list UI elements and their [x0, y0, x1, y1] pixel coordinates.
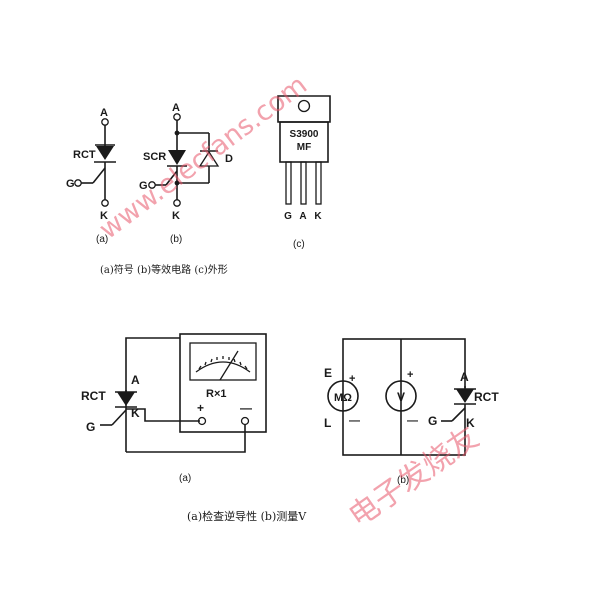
rct-label: RCT: [81, 389, 106, 403]
caption-a: (a): [179, 473, 191, 484]
pin-g-label: G: [284, 211, 292, 222]
cathode-terminal: [101, 199, 109, 207]
l-label: L: [324, 416, 331, 430]
thyristor-triangle: [96, 146, 114, 160]
multimeter-body: [179, 333, 267, 433]
minus-left: —: [349, 415, 360, 427]
probe-minus-terminal: [240, 416, 250, 426]
cathode-label: K: [466, 416, 475, 430]
gate-label: G: [86, 420, 95, 434]
gate-label: G: [66, 178, 75, 190]
diode-label: D: [225, 153, 233, 165]
scr-triangle: [168, 150, 186, 165]
thyristor-triangle: [117, 392, 135, 406]
cathode-label: K: [172, 210, 180, 222]
gate-terminal: [148, 181, 156, 189]
anode-label: A: [131, 373, 140, 387]
gate-label: G: [139, 180, 148, 192]
anode-label: A: [100, 107, 108, 119]
minus-mid: —: [407, 415, 418, 427]
anode-label: A: [172, 102, 180, 114]
e-label: E: [324, 366, 332, 380]
gate-terminal: [74, 179, 82, 187]
scr-label: SCR: [143, 151, 166, 163]
rct-label: RCT: [474, 390, 499, 404]
rct-label: RCT: [73, 149, 96, 161]
top-legend: (a)符号 (b)等效电路 (c)外形: [100, 263, 228, 276]
cathode-terminal: [173, 199, 181, 207]
meter-scale-arc: [195, 361, 251, 373]
top-fig-a-symbol: A RCT G K (a): [66, 107, 116, 245]
megohmmeter: [327, 380, 359, 412]
volt-label: V: [397, 390, 405, 404]
part-number: S3900: [290, 129, 319, 140]
caption-a: (a): [96, 234, 108, 245]
probe-plus-terminal: [197, 416, 207, 426]
bottom-fig-b-circuit: MΩ E + L — V + — A RCT G K (b): [324, 338, 499, 486]
cathode-label: K: [100, 210, 108, 222]
voltmeter: [385, 380, 417, 412]
plus-mid: +: [407, 369, 413, 381]
cathode-label: K: [131, 406, 140, 420]
caption-b: (b): [397, 475, 409, 486]
anode-terminal: [173, 113, 181, 121]
pin-a-label: A: [299, 211, 306, 222]
meter-minus: —: [240, 401, 252, 415]
bottom-fig-a-circuit: A RCT G K R×1 + — (a): [81, 333, 267, 484]
meter-plus: +: [197, 401, 204, 415]
anode-terminal: [101, 118, 109, 126]
meter-dial: [189, 342, 257, 381]
anode-label: A: [460, 370, 469, 384]
pin-k-label: K: [314, 211, 322, 222]
part-suffix: MF: [297, 142, 311, 153]
meter-range: R×1: [206, 388, 227, 400]
top-fig-b-equivalent: A SCR D G K (b): [139, 102, 233, 245]
caption-c: (c): [293, 239, 305, 250]
thyristor-triangle: [456, 389, 474, 403]
mounting-hole: [297, 99, 311, 113]
caption-b: (b): [170, 234, 182, 245]
watermark-cn: 电子发烧友: [343, 420, 486, 535]
meter-needle: [219, 350, 239, 381]
plus-left: +: [349, 373, 355, 385]
top-fig-c-package: S3900 MF G A K (c): [277, 95, 331, 250]
bottom-legend: (a)检查逆导性 (b)测量V: [187, 509, 307, 523]
gate-label: G: [428, 414, 437, 428]
megohm-label: MΩ: [334, 392, 352, 404]
